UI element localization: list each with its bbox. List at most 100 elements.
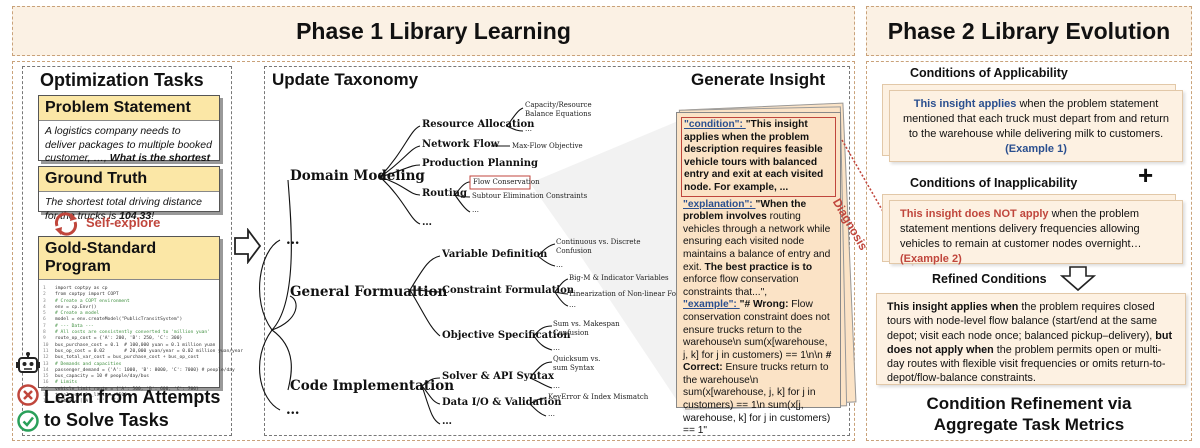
applicability-card: This insight applies when the problem st… bbox=[889, 90, 1183, 162]
node-routing: Routing bbox=[422, 188, 467, 199]
code-line: 7 # --- Data --- bbox=[43, 324, 215, 330]
code-line-text: import coptpy as cp bbox=[55, 286, 108, 291]
code-line-text: from coptpy import COPT bbox=[55, 292, 119, 298]
code-line-number: 14 bbox=[43, 367, 49, 373]
node-network-flow: Network Flow bbox=[422, 139, 500, 150]
refine-down-arrow bbox=[1060, 266, 1096, 292]
self-explore-cycle-icon bbox=[54, 212, 78, 236]
code-line-text: route_op_cost = {'A': 200, 'B': 250, 'C'… bbox=[55, 336, 183, 342]
code-line-number: 16 bbox=[43, 380, 49, 386]
code-line: 10 bus_purchase_cost = 0.1 # 100,000 yuan… bbox=[43, 343, 215, 349]
leaf-continuous-discrete: Continuous vs. Discrete bbox=[556, 238, 641, 246]
leaf-big-m: Big-M & Indicator Variables bbox=[569, 274, 669, 282]
node-constraint-formulation: Constraint Formulation bbox=[442, 285, 575, 296]
code-line-number: 17 bbox=[43, 386, 49, 392]
self-explore-label: Self-explore bbox=[86, 215, 161, 230]
code-line-number: 1 bbox=[43, 286, 46, 291]
code-line: 13# Demands and capacities bbox=[43, 362, 215, 368]
problem-statement-heading: Problem Statement bbox=[39, 96, 219, 121]
node-resource-allocation: Resource Allocation bbox=[422, 119, 535, 130]
gold-program-code: 1 import coptpy as cp 2 from coptpy import … bbox=[39, 280, 243, 410]
robot-icon bbox=[16, 352, 40, 373]
plus-sign: + bbox=[1138, 160, 1154, 190]
taxonomy-trailing-ellipsis-top: … bbox=[286, 232, 300, 248]
leaf-obj-confusion: Confusion bbox=[553, 329, 589, 337]
code-line: 2 from coptpy import COPT bbox=[43, 292, 215, 298]
leaf-subtour-elimination: Subtour Elimination Constraints bbox=[472, 192, 588, 200]
code-line-text: env = cp.Envr() bbox=[55, 304, 97, 310]
code-line-text: passenger_demand = {'A': 1000, 'B': 8000… bbox=[55, 367, 235, 373]
inapplicability-title: Conditions of Inapplicability bbox=[910, 176, 1078, 190]
code-line-text: routes = ['A', 'B', 'C'] bbox=[55, 399, 122, 405]
leaf-flow-conservation: Flow Conservation bbox=[473, 178, 540, 186]
code-line-number: 11 bbox=[43, 348, 49, 354]
code-line-number: 2 bbox=[43, 292, 46, 298]
failure-x-icon bbox=[17, 384, 39, 406]
code-line-text: # Create a model bbox=[55, 311, 100, 317]
phase2-banner: Phase 2 Library Evolution bbox=[866, 6, 1192, 56]
ground-truth-heading: Ground Truth bbox=[39, 167, 219, 192]
code-line-number: 6 bbox=[43, 317, 46, 323]
code-line-text: model = env.createModel("PublicTransitSy… bbox=[55, 317, 183, 323]
code-line-text: total_vehicle_limit = 1500 bbox=[55, 393, 127, 399]
leaf-resource-ellipsis: … bbox=[525, 125, 532, 133]
ground-truth-box: Ground Truth The shortest total driving … bbox=[38, 166, 220, 222]
insight-condition: "condition": "This insight applies when … bbox=[681, 117, 836, 197]
node-objective-specification: Objective Specification bbox=[442, 330, 571, 341]
ground-truth-text: The shortest total driving distance for … bbox=[45, 196, 202, 222]
insight-title: Generate Insight bbox=[691, 70, 826, 89]
taxonomy-tree-lines bbox=[259, 107, 690, 425]
leaf-linearization: Linearization of Non-linear Forms bbox=[569, 290, 690, 298]
code-line-number: 7 bbox=[43, 323, 46, 329]
code-line-text: # All costs are consistently converted t… bbox=[55, 330, 210, 336]
code-line-number: 5 bbox=[43, 311, 46, 317]
leaf-obj-ellipsis: … bbox=[553, 344, 560, 352]
code-line-number: 10 bbox=[43, 342, 49, 348]
node-domain-ellipsis: … bbox=[422, 217, 432, 228]
taxonomy-title: Update Taxonomy bbox=[272, 70, 419, 89]
footer-line-2: Aggregate Task Metrics bbox=[933, 415, 1125, 434]
code-line-number: 19 bbox=[43, 399, 49, 405]
code-line-text: # Limits bbox=[55, 380, 78, 386]
code-line: 1 import coptpy as cp bbox=[43, 286, 215, 292]
taxonomy-trailing-ellipsis-bottom: … bbox=[286, 402, 300, 418]
taxonomy-general-formulation: General Formualtion bbox=[290, 284, 448, 300]
node-production-planning: Production Planning bbox=[422, 158, 539, 169]
flow-arrow bbox=[234, 228, 262, 264]
leaf-quicksum: Quicksum vs. bbox=[553, 355, 601, 363]
code-line-text: vehicle_limit_route = {'A': 500, 'B': 60… bbox=[55, 386, 199, 392]
leaf-routing-ellipsis: … bbox=[472, 206, 479, 214]
inapplicability-card: This insight does NOT apply when the pro… bbox=[889, 200, 1183, 265]
code-line: 5 # Create a model bbox=[43, 311, 215, 317]
insight-document: "condition": "This insight applies when … bbox=[676, 112, 841, 436]
code-line-text: # Demands and capacities bbox=[55, 361, 122, 367]
leaf-solver-ellipsis: … bbox=[553, 382, 560, 390]
leaf-keyerror: KeyError & Index Mismatch bbox=[548, 393, 649, 401]
code-line-text: bus_purchase_cost = 0.1 # 100,000 yuan =… bbox=[55, 342, 216, 348]
code-line-number: 12 bbox=[43, 355, 49, 361]
code-line-number: 8 bbox=[43, 330, 46, 336]
phase1-title: Phase 1 Library Learning bbox=[296, 17, 571, 44]
phase2-title: Phase 2 Library Evolution bbox=[887, 17, 1171, 44]
learn-line-1: Learn from Attempts bbox=[44, 387, 221, 407]
leaf-capacity-resource: Capacity/Resource bbox=[525, 101, 592, 109]
insight-explanation: "explanation": "When the problem involve… bbox=[683, 198, 831, 298]
taxonomy-domain-modeling: Domain Modeling bbox=[290, 168, 425, 184]
gold-program-heading: Gold-Standard Program bbox=[39, 237, 219, 280]
code-line-text: # --- Data --- bbox=[55, 323, 94, 329]
footer-line-1: Condition Refinement via bbox=[926, 394, 1132, 413]
refined-title: Refined Conditions bbox=[932, 272, 1047, 286]
code-line-number: 3 bbox=[43, 298, 46, 304]
leaf-var-ellipsis: … bbox=[556, 261, 563, 269]
node-variable-definition: Variable Definition bbox=[442, 249, 548, 260]
node-solver-api-syntax: Solver & API Syntax bbox=[442, 371, 554, 382]
code-line: 6 model = env.createModel("PublicTransitS… bbox=[43, 317, 215, 323]
code-line: 16 # Limits bbox=[43, 380, 215, 386]
taxonomy-code-implementation: Code Implementation bbox=[290, 378, 455, 394]
gold-program-box: Gold-Standard Program 1 import coptpy as … bbox=[38, 236, 243, 404]
